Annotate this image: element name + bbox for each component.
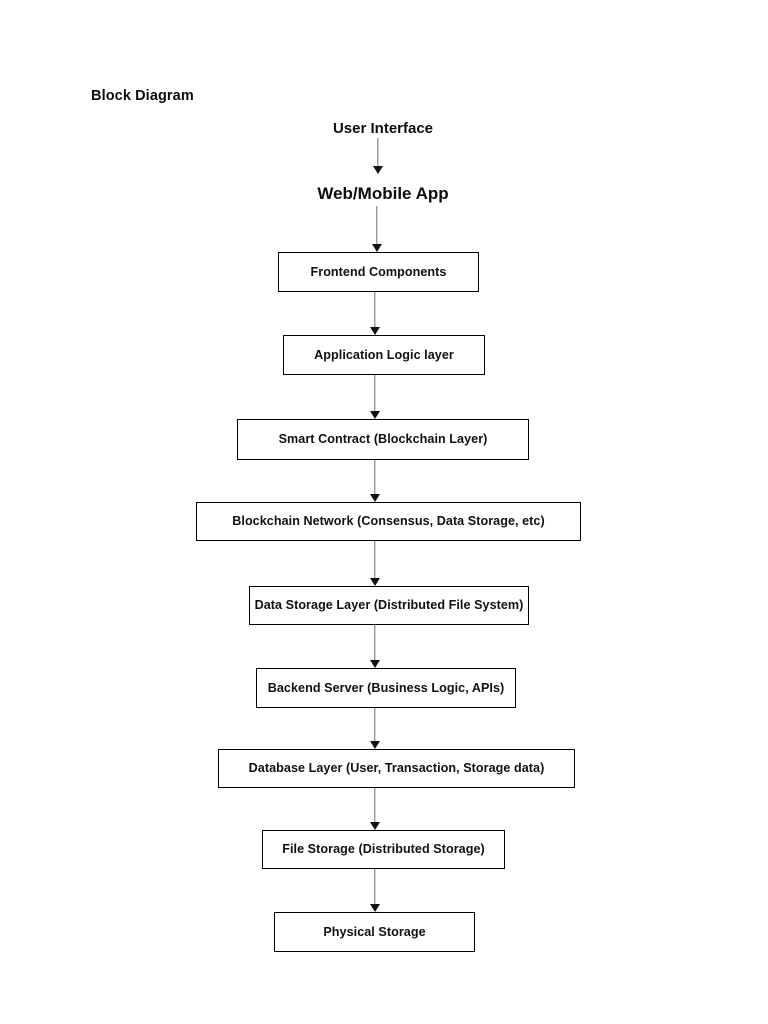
arrow-stem bbox=[374, 708, 376, 742]
block-label: Backend Server (Business Logic, APIs) bbox=[267, 680, 505, 695]
arrow-stem bbox=[374, 460, 376, 495]
arrow-head-icon bbox=[370, 494, 380, 502]
arrow-head-icon bbox=[372, 244, 382, 252]
block-label: Data Storage Layer (Distributed File Sys… bbox=[254, 598, 524, 613]
arrow-icon bbox=[368, 869, 382, 912]
block-physical-storage: Physical Storage bbox=[274, 912, 475, 952]
arrow-stem bbox=[374, 541, 376, 579]
arrow-stem bbox=[374, 292, 376, 328]
arrow-icon bbox=[368, 460, 382, 502]
arrow-head-icon bbox=[370, 741, 380, 749]
arrow-stem bbox=[374, 869, 376, 905]
arrow-stem bbox=[374, 375, 376, 412]
arrow-stem bbox=[377, 138, 379, 167]
arrow-head-icon bbox=[370, 660, 380, 668]
arrow-stem bbox=[376, 206, 378, 245]
block-label: Application Logic layer bbox=[314, 347, 454, 362]
block-database-layer: Database Layer (User, Transaction, Stora… bbox=[218, 749, 575, 788]
block-label: Blockchain Network (Consensus, Data Stor… bbox=[232, 514, 545, 529]
block-frontend-components: Frontend Components bbox=[278, 252, 479, 292]
block-label: Frontend Components bbox=[310, 264, 447, 279]
flow-label: User Interface bbox=[332, 120, 434, 137]
block-label: File Storage (Distributed Storage) bbox=[282, 842, 485, 857]
arrow-icon bbox=[370, 206, 384, 252]
arrow-icon bbox=[368, 788, 382, 830]
block-label: Physical Storage bbox=[323, 924, 426, 939]
arrow-head-icon bbox=[370, 411, 380, 419]
arrow-head-icon bbox=[370, 578, 380, 586]
arrow-head-icon bbox=[370, 904, 380, 912]
flow-label: Web/Mobile App bbox=[317, 184, 449, 203]
block-label: Smart Contract (Blockchain Layer) bbox=[278, 432, 488, 447]
block-application-logic-layer: Application Logic layer bbox=[283, 335, 485, 375]
arrow-stem bbox=[374, 625, 376, 661]
arrow-icon bbox=[368, 292, 382, 335]
block-file-storage: File Storage (Distributed Storage) bbox=[262, 830, 505, 869]
arrow-head-icon bbox=[373, 166, 383, 174]
block-data-storage-layer: Data Storage Layer (Distributed File Sys… bbox=[249, 586, 529, 625]
arrow-icon bbox=[368, 375, 382, 419]
block-label: Database Layer (User, Transaction, Stora… bbox=[248, 761, 545, 776]
arrow-icon bbox=[371, 138, 385, 174]
block-blockchain-network: Blockchain Network (Consensus, Data Stor… bbox=[196, 502, 581, 541]
arrow-icon bbox=[368, 625, 382, 668]
arrow-icon bbox=[368, 541, 382, 586]
arrow-head-icon bbox=[370, 822, 380, 830]
block-backend-server: Backend Server (Business Logic, APIs) bbox=[256, 668, 516, 708]
page-title: Block Diagram bbox=[91, 88, 194, 104]
arrow-stem bbox=[374, 788, 376, 823]
arrow-head-icon bbox=[370, 327, 380, 335]
arrow-icon bbox=[368, 708, 382, 749]
block-smart-contract: Smart Contract (Blockchain Layer) bbox=[237, 419, 529, 460]
